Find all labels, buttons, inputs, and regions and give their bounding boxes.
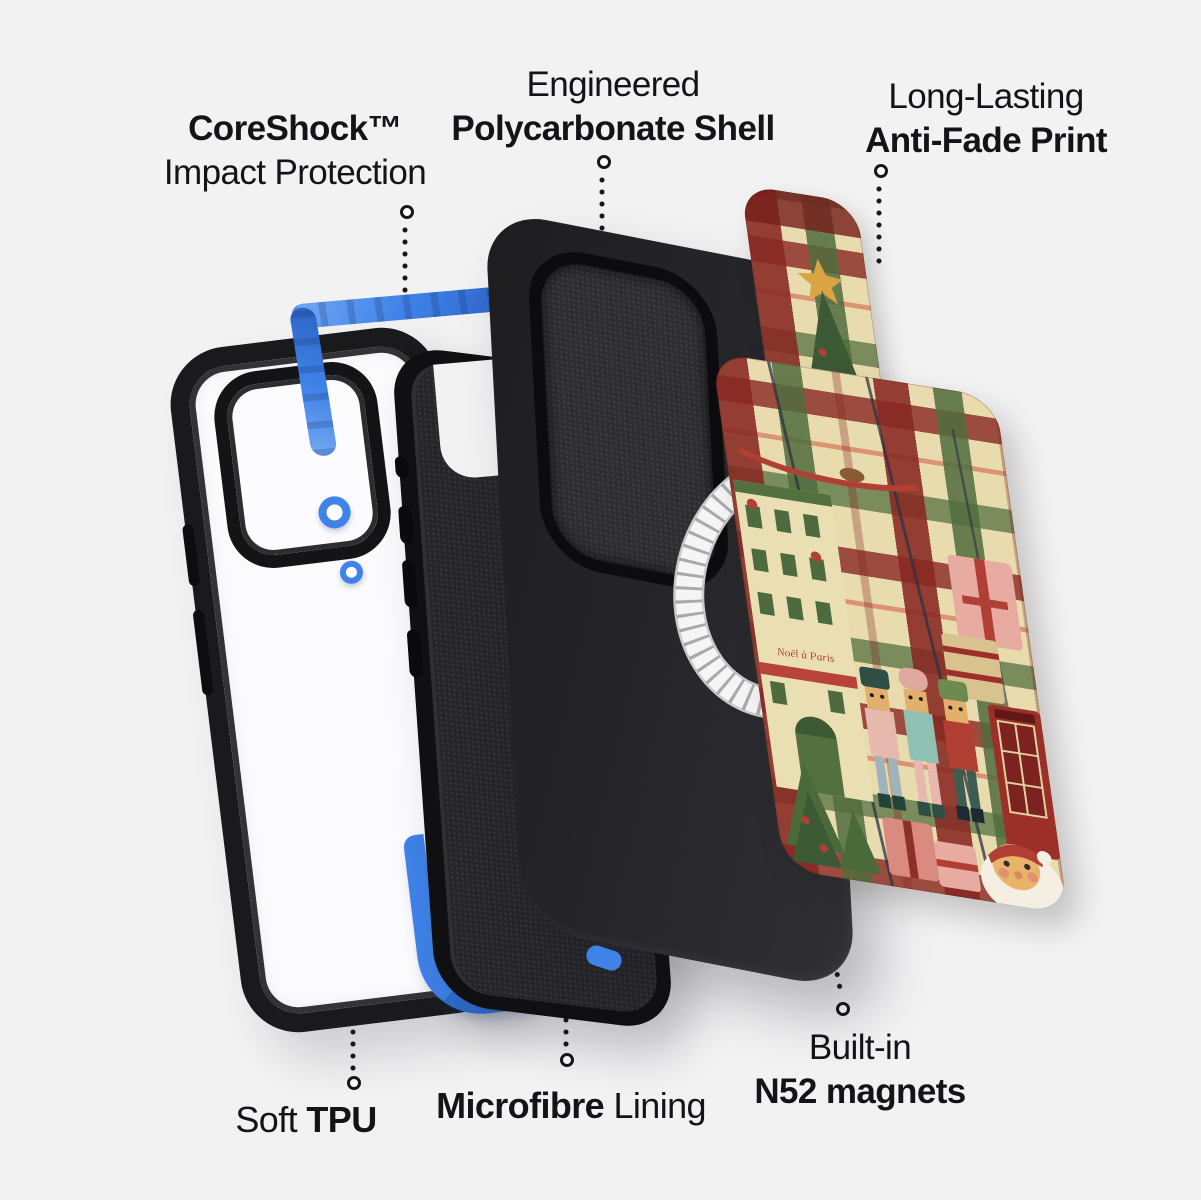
callout-dot-microfibre [560, 1053, 574, 1067]
label-polycarbonate-line2: Polycarbonate Shell [451, 109, 775, 148]
callout-dot-magnets [836, 1002, 850, 1016]
label-antifade-line1: Long-Lasting [888, 77, 1084, 116]
callout-dot-coreshock [400, 205, 414, 219]
label-tpu-bold: TPU [306, 1099, 377, 1140]
callout-line-coreshock [402, 224, 408, 316]
volume-button [397, 505, 414, 545]
label-microfibre-bold: Microfibre [436, 1085, 605, 1126]
callout-line-polycarbonate [599, 174, 605, 254]
print-panel-body: Noël à Paris [711, 352, 1069, 915]
label-antifade-line2: Anti-Fade Print [865, 121, 1107, 160]
callout-dot-polycarbonate [597, 155, 611, 169]
label-polycarbonate-line1: Engineered [526, 65, 700, 104]
label-coreshock-line1: CoreShock™ [188, 109, 402, 148]
callout-dot-tpu [347, 1076, 361, 1090]
label-polycarbonate: Engineered Polycarbonate Shell [393, 63, 833, 151]
callout-dot-antifade [874, 164, 888, 178]
label-microfibre-regular: Lining [613, 1085, 706, 1126]
anti-fade-print-panel: Noël à Paris [687, 176, 1069, 915]
label-coreshock: CoreShock™ Impact Protection [75, 107, 515, 195]
callout-line-tpu [350, 1014, 356, 1072]
label-magnets: Built-in N52 magnets [640, 1026, 1080, 1114]
label-magnets-line2: N52 magnets [754, 1072, 966, 1111]
label-magnets-line1: Built-in [808, 1028, 912, 1067]
label-tpu-regular: Soft [235, 1099, 298, 1140]
label-antifade: Long-Lasting Anti-Fade Print [766, 75, 1201, 163]
label-coreshock-line2: Impact Protection [163, 153, 427, 192]
panel-body-art [733, 361, 1065, 915]
callout-line-antifade [876, 183, 882, 267]
